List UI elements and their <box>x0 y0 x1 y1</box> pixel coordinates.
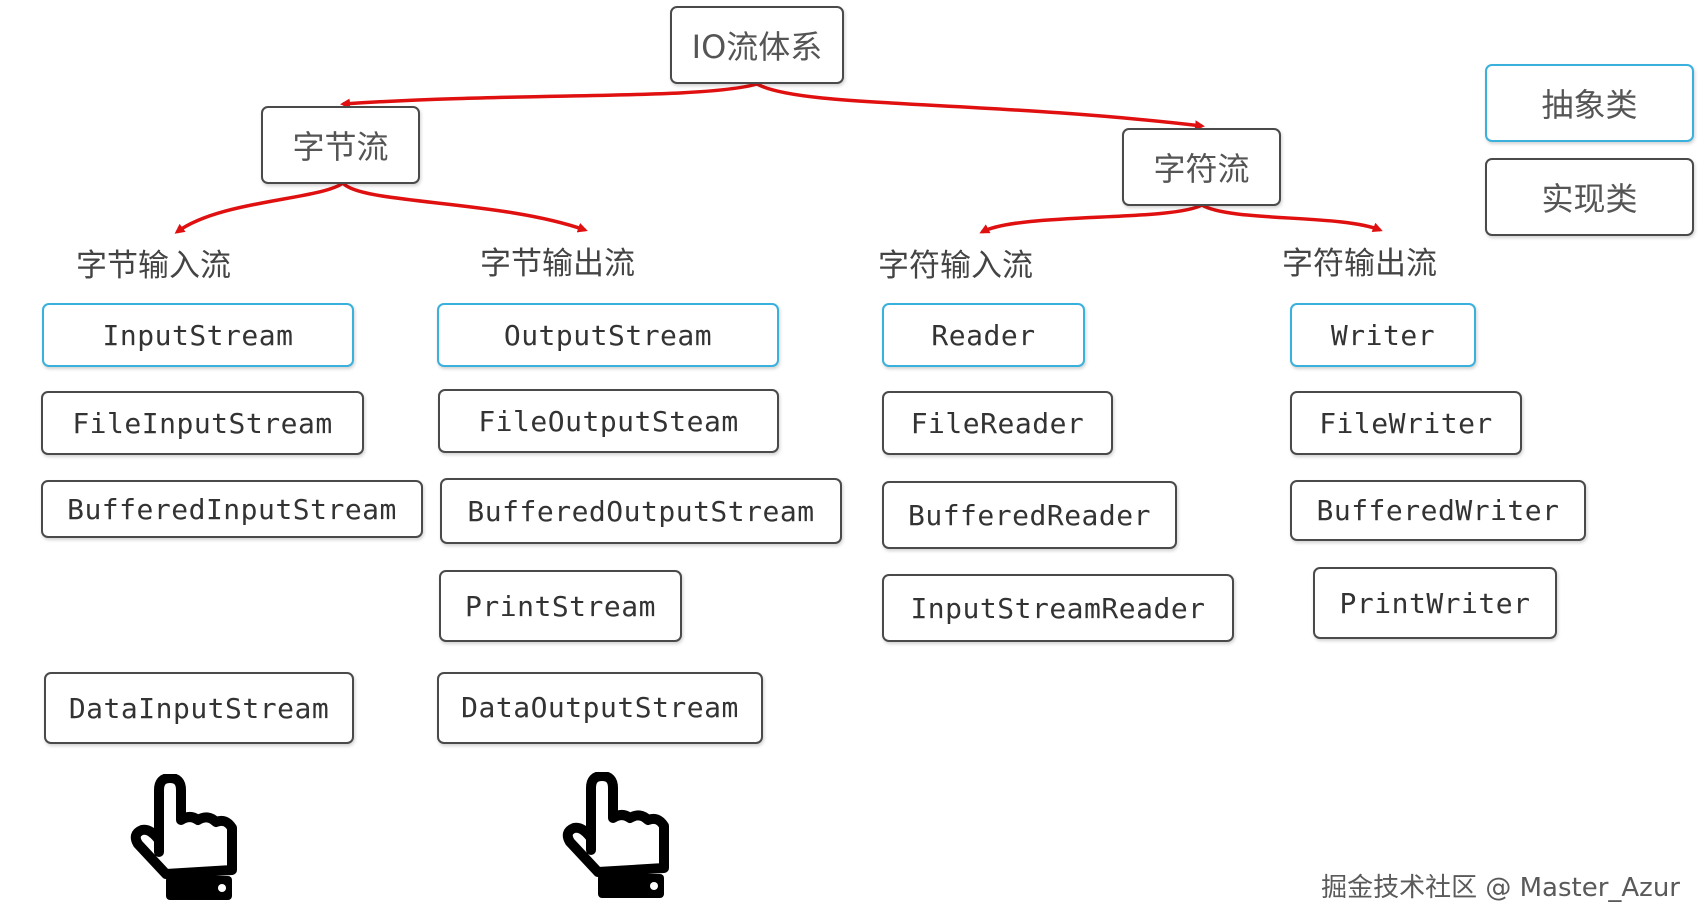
fileoutputsteam-box: FileOutputSteam <box>438 389 779 453</box>
root-label: IO流体系 <box>691 28 823 66</box>
writer-label: Writer <box>1330 318 1436 352</box>
root-node: IO流体系 <box>670 6 844 84</box>
bufferedoutputstream-box: BufferedOutputStream <box>440 478 842 544</box>
fileinputstream-label: FileInputStream <box>72 406 333 440</box>
byte-stream-node: 字节流 <box>261 106 420 184</box>
char-input-title: 字符输入流 <box>878 248 1033 284</box>
reader-box: Reader <box>882 303 1085 367</box>
bufferedinputstream-box: BufferedInputStream <box>41 480 423 538</box>
printstream-label: PrintStream <box>465 589 656 623</box>
filereader-box: FileReader <box>882 391 1113 455</box>
printstream-box: PrintStream <box>439 570 682 642</box>
char-stream-node: 字符流 <box>1122 128 1281 206</box>
char-stream-label: 字符流 <box>1153 150 1250 188</box>
inputstreamreader-label: InputStreamReader <box>910 591 1206 625</box>
datainputstream-box: DataInputStream <box>44 672 354 744</box>
datainputstream-label: DataInputStream <box>68 691 330 725</box>
arrow-char-to-output <box>1201 203 1383 233</box>
reader-label: Reader <box>931 318 1036 352</box>
bufferedinputstream-label: BufferedInputStream <box>67 492 397 526</box>
arrow-root-to-byte <box>340 82 758 109</box>
dataoutputstream-label: DataOutputStream <box>461 691 739 724</box>
dataoutputstream-box: DataOutputStream <box>437 672 763 744</box>
printwriter-box: PrintWriter <box>1313 567 1557 639</box>
writer-box: Writer <box>1290 303 1476 367</box>
outputstream-box: OutputStream <box>437 303 779 367</box>
byte-input-title: 字节输入流 <box>76 248 231 284</box>
bufferedreader-box: BufferedReader <box>882 481 1177 549</box>
pointing-hand-icon <box>130 774 237 900</box>
filewriter-box: FileWriter <box>1290 391 1522 455</box>
legend-abstract-class: 抽象类 <box>1485 64 1694 142</box>
bufferedwriter-box: BufferedWriter <box>1290 480 1586 541</box>
pointing-hand-icon <box>562 772 669 898</box>
bufferedwriter-label: BufferedWriter <box>1316 494 1560 527</box>
outputstream-label: OutputStream <box>503 318 713 352</box>
filereader-label: FileReader <box>910 406 1085 440</box>
byte-output-title: 字节输出流 <box>480 246 635 282</box>
inputstream-box: InputStream <box>42 303 354 367</box>
bufferedoutputstream-label: BufferedOutputStream <box>467 494 815 528</box>
inputstream-label: InputStream <box>102 318 294 352</box>
printwriter-label: PrintWriter <box>1339 586 1531 620</box>
arrow-byte-to-input <box>174 181 345 234</box>
char-output-title: 字符输出流 <box>1282 246 1437 282</box>
watermark: 掘金技术社区 @ Master_Azur <box>1321 873 1680 903</box>
filewriter-label: FileWriter <box>1319 406 1493 440</box>
fileinputstream-box: FileInputStream <box>41 391 364 455</box>
arrow-byte-to-output <box>341 181 588 233</box>
legend-abstract-label: 抽象类 <box>1541 86 1638 124</box>
fileoutputsteam-label: FileOutputSteam <box>478 404 739 438</box>
byte-stream-label: 字节流 <box>292 128 389 166</box>
legend-implementation-class: 实现类 <box>1485 158 1694 236</box>
arrow-char-to-input <box>979 203 1203 234</box>
legend-implementation-label: 实现类 <box>1541 180 1638 218</box>
inputstreamreader-box: InputStreamReader <box>882 574 1234 642</box>
arrow-root-to-char <box>756 82 1205 131</box>
bufferedreader-label: BufferedReader <box>907 498 1151 532</box>
